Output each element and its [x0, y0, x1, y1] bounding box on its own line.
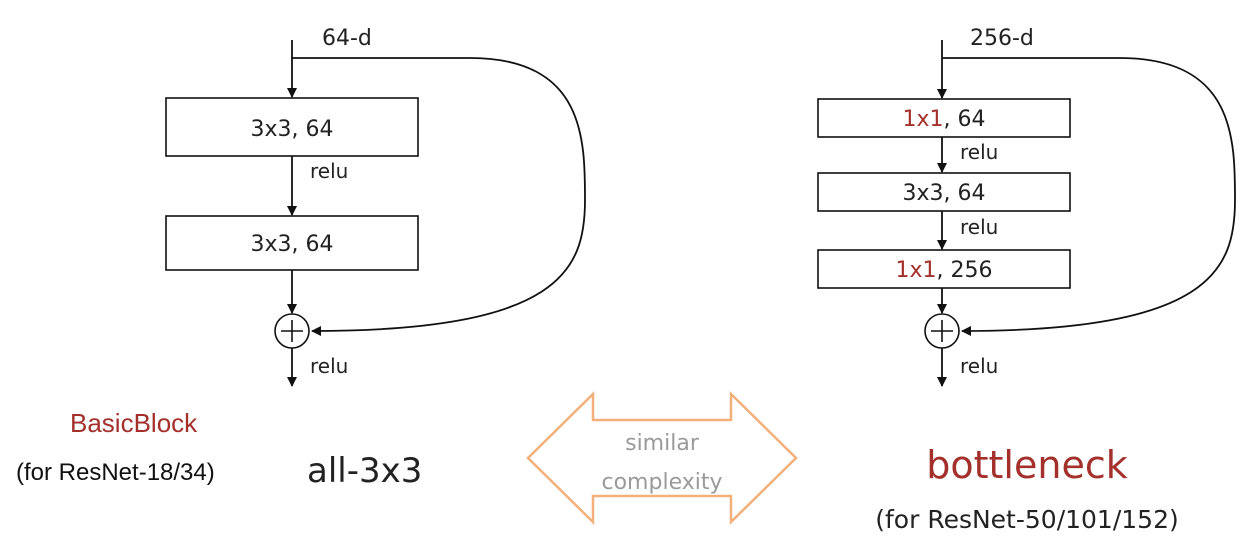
bottleneck-block-diagram: 256-d 1x1, 64 relu 3x3, 64 relu 1x1, 256… [817, 26, 1236, 387]
right-add-node [924, 313, 960, 349]
right-layer-1-label: 1x1, 64 [903, 107, 986, 132]
right-relu-1: relu [960, 140, 998, 164]
right-input-dim-label: 256-d [970, 26, 1034, 51]
similar-complexity-arrow: similar complexity [526, 391, 798, 525]
right-layer-2-label: 3x3, 64 [903, 181, 986, 206]
left-block-usage: (for ResNet-18/34) [16, 459, 215, 486]
right-block-name: bottleneck [926, 443, 1127, 487]
left-layer-2-label: 3x3, 64 [251, 232, 334, 257]
left-block-descriptor: all-3x3 [307, 451, 422, 491]
left-input-dim-label: 64-d [322, 26, 372, 51]
left-relu-2: relu [310, 354, 348, 378]
basic-block-diagram: 64-d 3x3, 64 relu 3x3, 64 relu [165, 26, 586, 387]
similar-label: similar [625, 431, 700, 456]
right-relu-3: relu [960, 354, 998, 378]
left-add-node [274, 313, 310, 349]
left-block-name: BasicBlock [70, 408, 198, 438]
complexity-label: complexity [602, 470, 723, 495]
left-layer-2-box [165, 215, 419, 271]
left-layer-1-label: 3x3, 64 [251, 117, 334, 142]
right-layer-3-label: 1x1, 256 [896, 258, 993, 283]
right-layer-1-box [817, 98, 1071, 138]
right-layer-2-box [817, 172, 1071, 212]
right-layer-3-box [817, 249, 1071, 289]
right-skip-connection [942, 57, 1236, 336]
double-arrow-icon [526, 391, 798, 525]
left-relu-1: relu [310, 159, 348, 183]
left-skip-connection [292, 57, 586, 336]
right-block-usage: (for ResNet-50/101/152) [875, 505, 1178, 534]
right-relu-2: relu [960, 215, 998, 239]
